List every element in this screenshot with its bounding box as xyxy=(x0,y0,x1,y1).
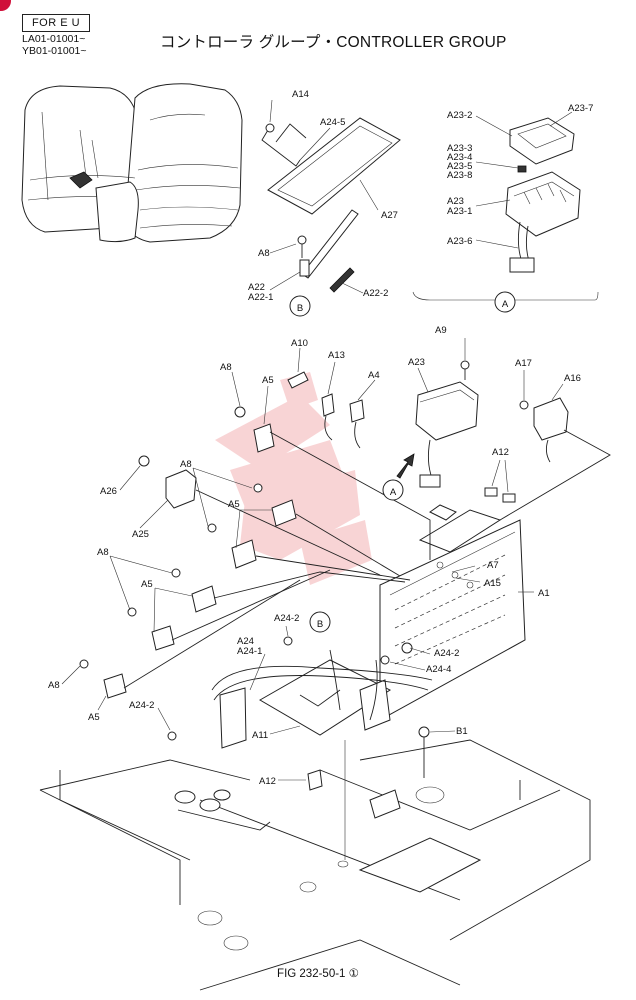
label-a15: A15 xyxy=(484,578,501,589)
label-a8-2: A8 xyxy=(180,459,192,470)
label-a11: A11 xyxy=(252,730,268,741)
label-a1: A1 xyxy=(538,588,550,599)
svg-text:B: B xyxy=(297,303,303,314)
svg-text:A: A xyxy=(390,487,397,498)
part-labels: A14 A24-5 A27 A8 A22 A22-1 A22-2 A23-2 A… xyxy=(48,89,593,787)
label-a5-1: A5 xyxy=(262,375,274,386)
label-a10: A10 xyxy=(291,338,308,349)
label-a23-2: A23-2 xyxy=(447,110,472,121)
label-a17: A17 xyxy=(515,358,532,369)
serial-range-1: LA01-01001~ xyxy=(22,33,86,45)
base-frame xyxy=(39,739,591,991)
label-a23-7: A23-7 xyxy=(568,103,593,114)
label-a5-4: A5 xyxy=(88,712,100,723)
label-a23-6: A23-6 xyxy=(447,236,472,247)
watermark-logo xyxy=(215,372,372,585)
label-a23-3: A23-3 xyxy=(447,143,472,154)
label-a24-2-3: A24-2 xyxy=(129,700,154,711)
label-a25: A25 xyxy=(132,529,149,540)
label-a5-3: A5 xyxy=(141,579,153,590)
label-a24-2-1: A24-2 xyxy=(274,613,299,624)
detail-marker-a-main: A xyxy=(382,479,404,501)
label-a27: A27 xyxy=(381,210,398,221)
page-title: コントローラ グループ・CONTROLLER GROUP xyxy=(160,34,507,51)
figure-caption: FIG 232-50-1 ① xyxy=(277,968,359,980)
serial-range-2: YB01-01001~ xyxy=(22,45,87,57)
detail-a-fusebox xyxy=(412,117,599,301)
label-a22: A22 xyxy=(248,282,265,293)
label-a7: A7 xyxy=(487,560,499,571)
label-a8-top: A8 xyxy=(258,248,270,259)
label-a23-5: A23-5 xyxy=(447,161,472,172)
label-a23-1: A23-1 xyxy=(447,206,472,217)
svg-text:A: A xyxy=(502,299,509,310)
label-a12-2: A12 xyxy=(259,776,276,787)
label-a8-1: A8 xyxy=(220,362,232,373)
label-a22-1: A22-1 xyxy=(248,292,273,303)
label-a24-2-2: A24-2 xyxy=(434,648,459,659)
detail-marker-b-main: B xyxy=(309,611,331,633)
detail-a-arrow-icon xyxy=(396,453,415,479)
label-a23-top: A23 xyxy=(447,196,464,207)
detail-b-assembly xyxy=(261,117,401,293)
label-a8-3: A8 xyxy=(97,547,109,558)
page-corner-marker xyxy=(0,0,11,11)
label-a12-1: A12 xyxy=(492,447,509,458)
label-a16: A16 xyxy=(564,373,581,384)
leader-lines xyxy=(61,99,573,781)
small-parts xyxy=(79,360,611,860)
svg-text:B: B xyxy=(317,619,323,630)
main-chassis xyxy=(211,504,526,749)
label-a4: A4 xyxy=(368,370,380,381)
label-a24: A24 xyxy=(237,636,254,647)
label-a8-4: A8 xyxy=(48,680,60,691)
detail-marker-b-top: B xyxy=(289,295,311,317)
detail-marker-a-top: A xyxy=(494,291,516,313)
label-a23-main: A23 xyxy=(408,357,425,368)
label-a23-4: A23-4 xyxy=(447,152,472,163)
label-a9: A9 xyxy=(435,325,447,336)
label-a26: A26 xyxy=(100,486,117,497)
label-a5-2: A5 xyxy=(228,499,240,510)
label-a24-5: A24-5 xyxy=(320,117,345,128)
label-a24-1: A24-1 xyxy=(237,646,262,657)
label-b1: B1 xyxy=(456,726,468,737)
label-a24-4: A24-4 xyxy=(426,664,451,675)
region-label: FOR E U xyxy=(22,14,90,32)
label-a23-8: A23-8 xyxy=(447,170,472,181)
label-a22-2: A22-2 xyxy=(363,288,388,299)
label-a13: A13 xyxy=(328,350,345,361)
label-a14: A14 xyxy=(292,89,309,100)
machine-overview xyxy=(21,83,243,243)
